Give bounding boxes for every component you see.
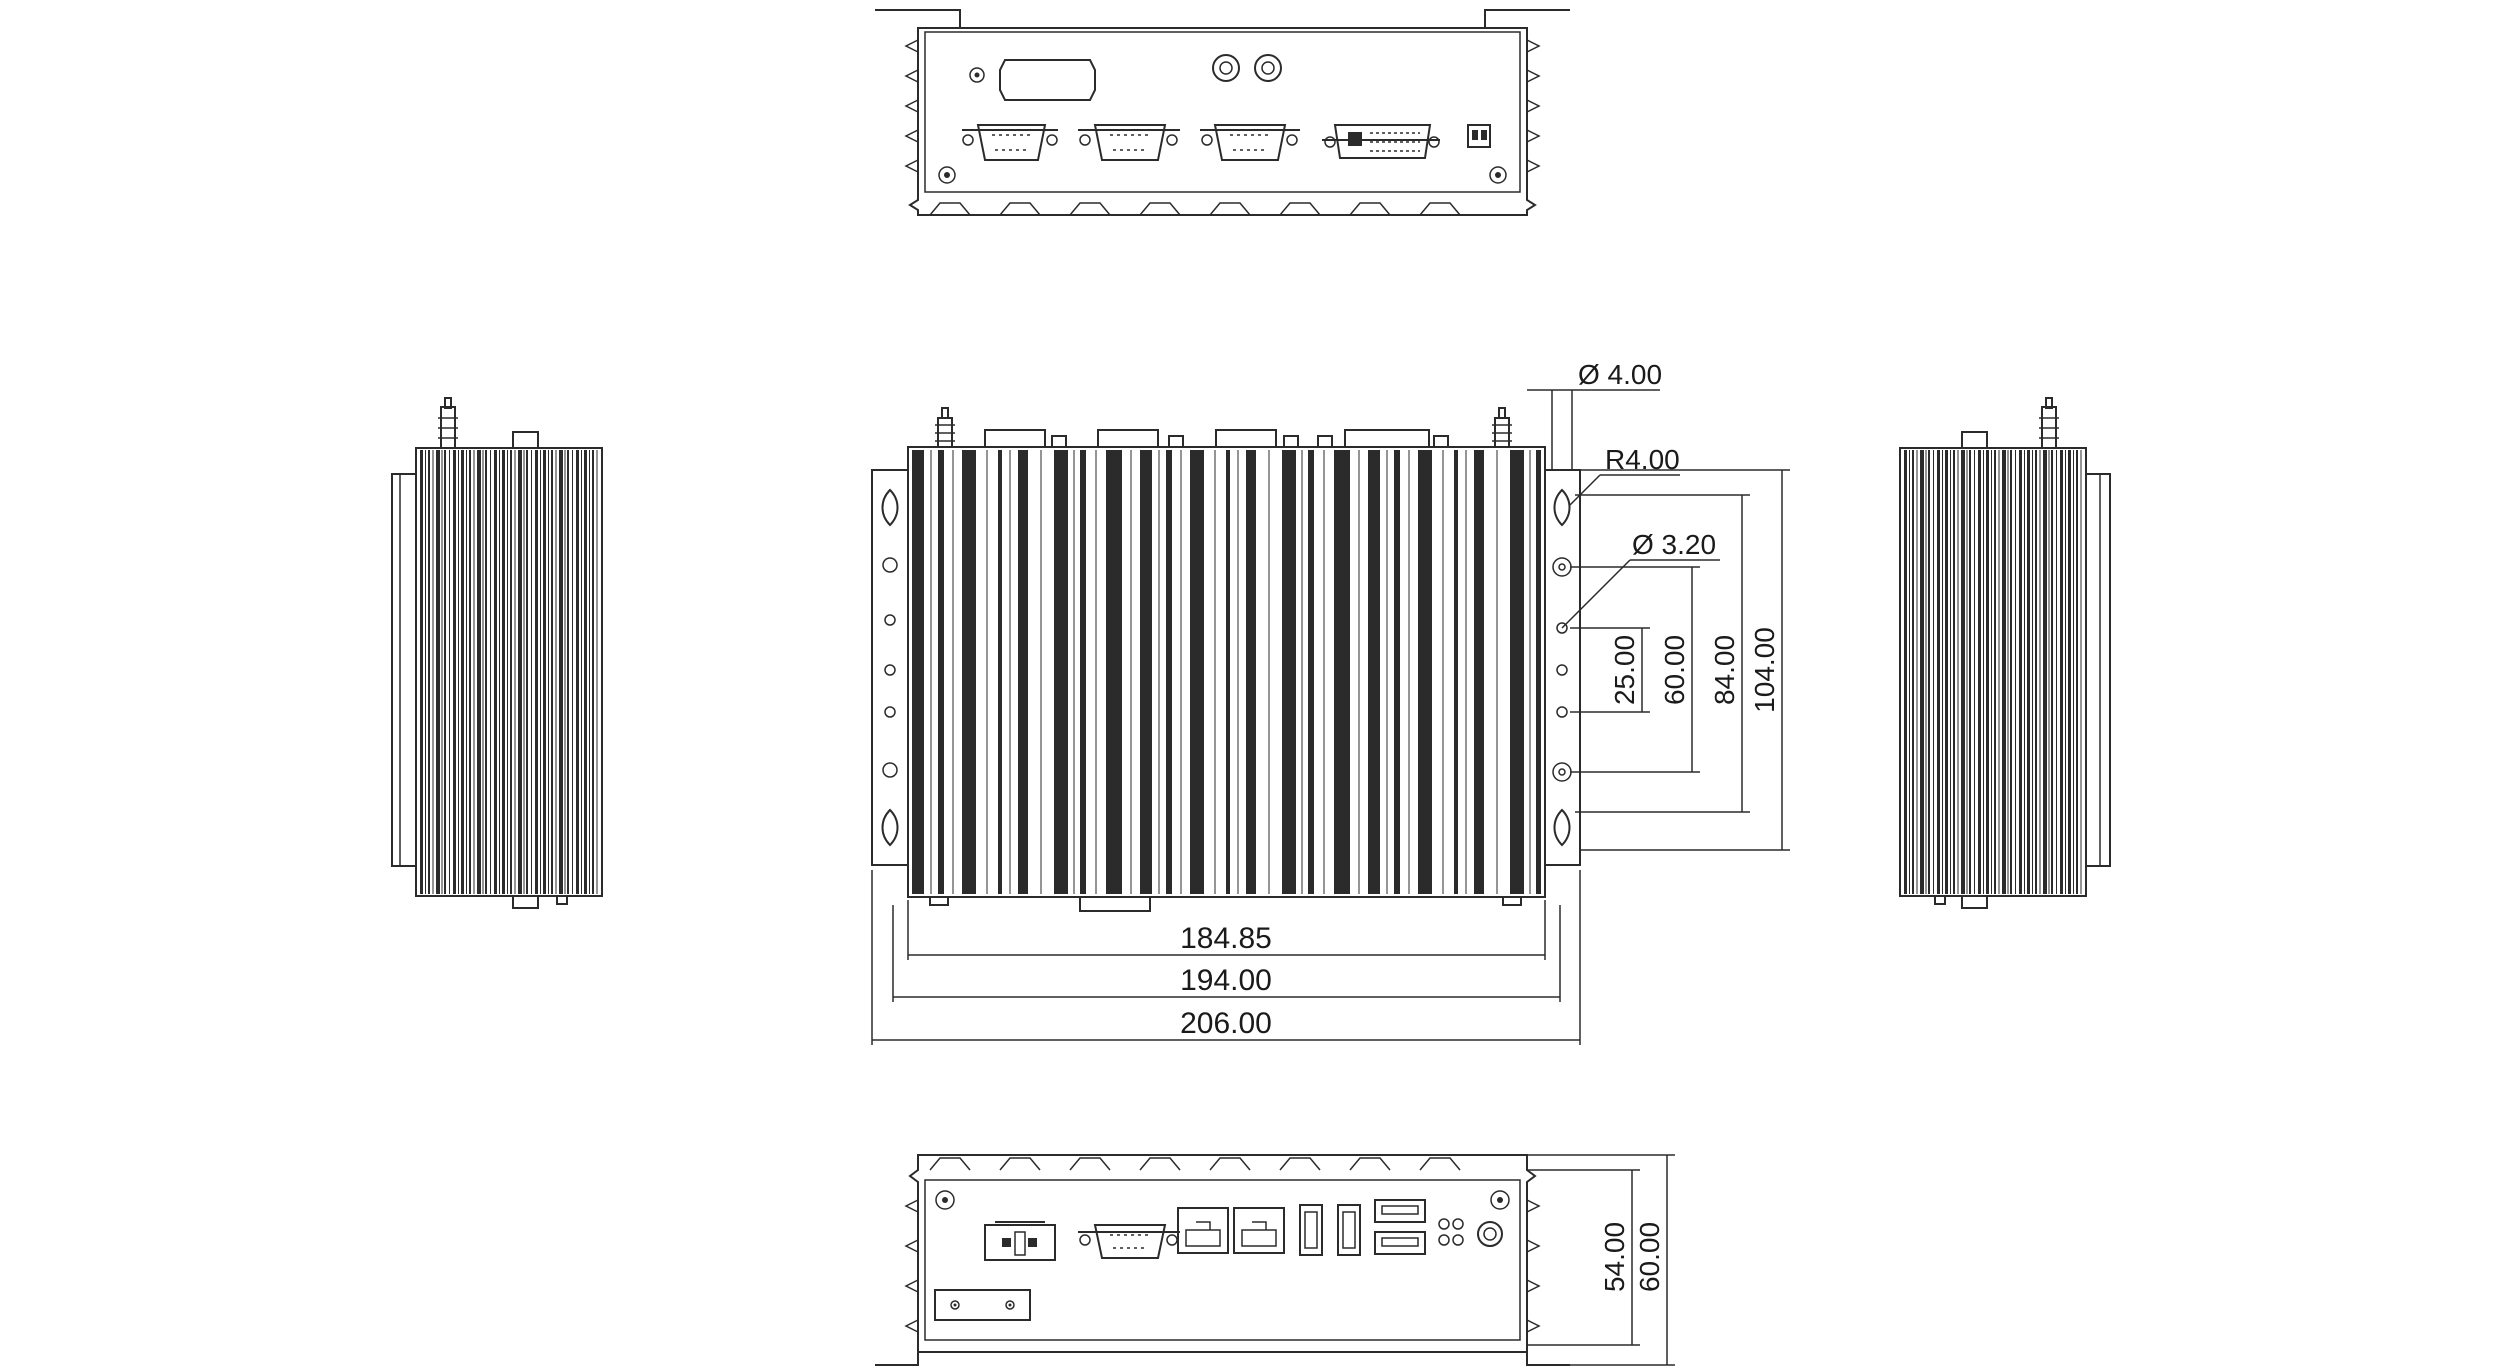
power-button-icon [1477,1221,1503,1247]
lan-port-1-icon [1177,1207,1229,1254]
lan-port-2-icon [1233,1207,1285,1254]
com-port-1-icon [962,124,1058,161]
dim-pitch-60: 60.00 [1659,635,1690,705]
rear-panel-view [875,9,1570,216]
dim-pitch-84: 84.00 [1709,635,1740,705]
dip-switch-icon [1467,124,1491,148]
hdmi-port-1-icon [1299,1204,1323,1256]
dim-hole-dia-large: Ø 4.00 [1578,359,1662,390]
front-panel-view [875,1154,1570,1366]
dvi-port-icon [1322,124,1440,159]
dim-height-60: 60.00 [1634,1222,1665,1292]
front-com-port-icon [1078,1224,1180,1259]
dim-pitch-25: 25.00 [1609,635,1640,705]
top-view-heatsink [871,407,1581,912]
right-side-view [1899,397,2111,909]
status-leds-icon [1438,1218,1464,1246]
dim-radius: R4.00 [1605,444,1680,475]
hdmi-port-2-icon [1337,1204,1361,1256]
sim-slot-icon [934,1289,1031,1321]
dimension-labels: 184.85 194.00 206.00 Ø 4.00 R4.00 Ø 3.20… [1180,359,1780,1292]
power-terminal-icon [984,1221,1056,1261]
left-side-view [391,397,603,909]
dimension-lines [871,389,1790,1366]
dim-width-inner: 184.85 [1180,922,1272,955]
com-port-3-icon [1200,124,1300,161]
dim-width-outer: 206.00 [1180,1007,1272,1040]
dim-width-mid: 194.00 [1180,964,1272,997]
usb-ports-icon [1374,1199,1426,1255]
dim-pitch-104: 104.00 [1749,627,1780,713]
dim-hole-dia-small: Ø 3.20 [1632,529,1716,560]
dim-height-54: 54.00 [1599,1222,1630,1292]
com-port-2-icon [1078,124,1180,161]
